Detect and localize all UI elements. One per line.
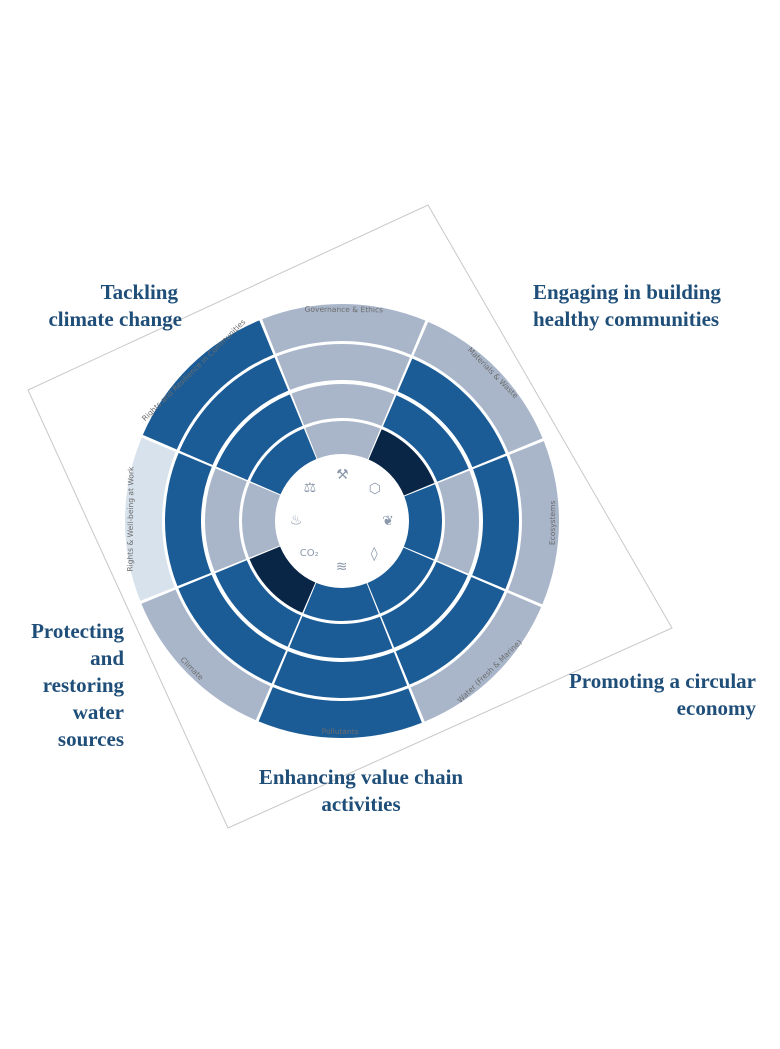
- wheel-segment: [397, 358, 506, 468]
- callout-line: sources: [57, 727, 124, 751]
- wheel-segment: [216, 394, 303, 481]
- callout-line: activities: [321, 792, 401, 816]
- wheel-segment: [205, 468, 247, 572]
- callout-line: Tackling: [100, 280, 178, 304]
- wheel-segment: [381, 561, 468, 648]
- water-drop-icon: ◊: [371, 546, 378, 562]
- center-hub: [276, 455, 408, 587]
- materials-icon: ⬡: [369, 481, 381, 497]
- wheel-segment: [403, 484, 442, 560]
- wheel-segment: [289, 616, 393, 658]
- topic-label: Rights & Well-being at Work: [126, 466, 136, 572]
- wheel-segment: [262, 304, 426, 355]
- wheel-segment: [410, 592, 542, 722]
- wheel-segment: [142, 320, 274, 450]
- callout-line: climate change: [48, 307, 182, 331]
- topic-label: Pollutants: [322, 727, 359, 736]
- wheel-segment: [291, 384, 395, 426]
- wheel-segment: [367, 547, 434, 614]
- wheel-segment: [368, 429, 435, 496]
- wheel-segment: [178, 574, 287, 684]
- wheel-segment: [508, 441, 559, 605]
- wheel-segment: [125, 437, 176, 601]
- wheel-segment: [258, 687, 422, 738]
- center-icons: ♨ ⚖ ⚒ ⬡❦ ◊ ≋ CO₂: [290, 467, 394, 575]
- community-icon: ⚖: [303, 480, 316, 496]
- callout-line: Promoting a circular: [568, 669, 756, 693]
- wheel-segment: [437, 470, 479, 574]
- callout-line: Engaging in building: [533, 280, 721, 304]
- wheel-segment: [179, 357, 289, 466]
- ecosystems-leaf-icon: ❦: [382, 513, 394, 529]
- wheel-segment: [276, 344, 411, 391]
- wheel-segment: [249, 546, 316, 613]
- callout-line: restoring: [42, 673, 124, 697]
- wheel-segment: [273, 651, 408, 698]
- wheel-segments: [125, 304, 559, 738]
- wheel-segment: [215, 560, 302, 647]
- callout-line: economy: [676, 696, 756, 720]
- wheel-segment: [242, 482, 281, 558]
- wheel-segment: [305, 420, 381, 460]
- wheel-segment: [141, 589, 271, 721]
- callout-line: healthy communities: [533, 307, 720, 331]
- governance-icon: ⚒: [336, 467, 349, 483]
- wheel-segment: [382, 395, 469, 482]
- pollutants-wind-icon: ≋: [336, 559, 348, 575]
- callout-tackling-climate-change: Tackling climate change: [40, 279, 220, 333]
- co2-icon: CO₂: [300, 548, 319, 559]
- callout-engaging-healthy-communities: Engaging in building healthy communities: [533, 279, 721, 333]
- callout-line: and: [90, 646, 124, 670]
- topic-label: Ecosystems: [548, 500, 557, 545]
- callout-line: water: [72, 700, 124, 724]
- callout-enhancing-value-chain: Enhancing value chain activities: [236, 764, 486, 818]
- wheel-segment: [395, 576, 505, 685]
- callout-protecting-water-sources: Protecting and restoring water sources: [12, 618, 124, 753]
- wellbeing-icon: ♨: [290, 513, 303, 529]
- wheel-segment: [303, 582, 379, 621]
- callout-promoting-circular-economy: Promoting a circular economy: [548, 668, 756, 722]
- topic-label: Governance & Ethics: [305, 305, 384, 315]
- callout-line: Protecting: [31, 619, 124, 643]
- callout-line: Enhancing value chain: [258, 765, 464, 789]
- wheel-segment: [413, 321, 543, 453]
- wheel-segment: [165, 452, 212, 587]
- wheel-segment: [472, 455, 519, 590]
- wheel-segment: [250, 428, 317, 495]
